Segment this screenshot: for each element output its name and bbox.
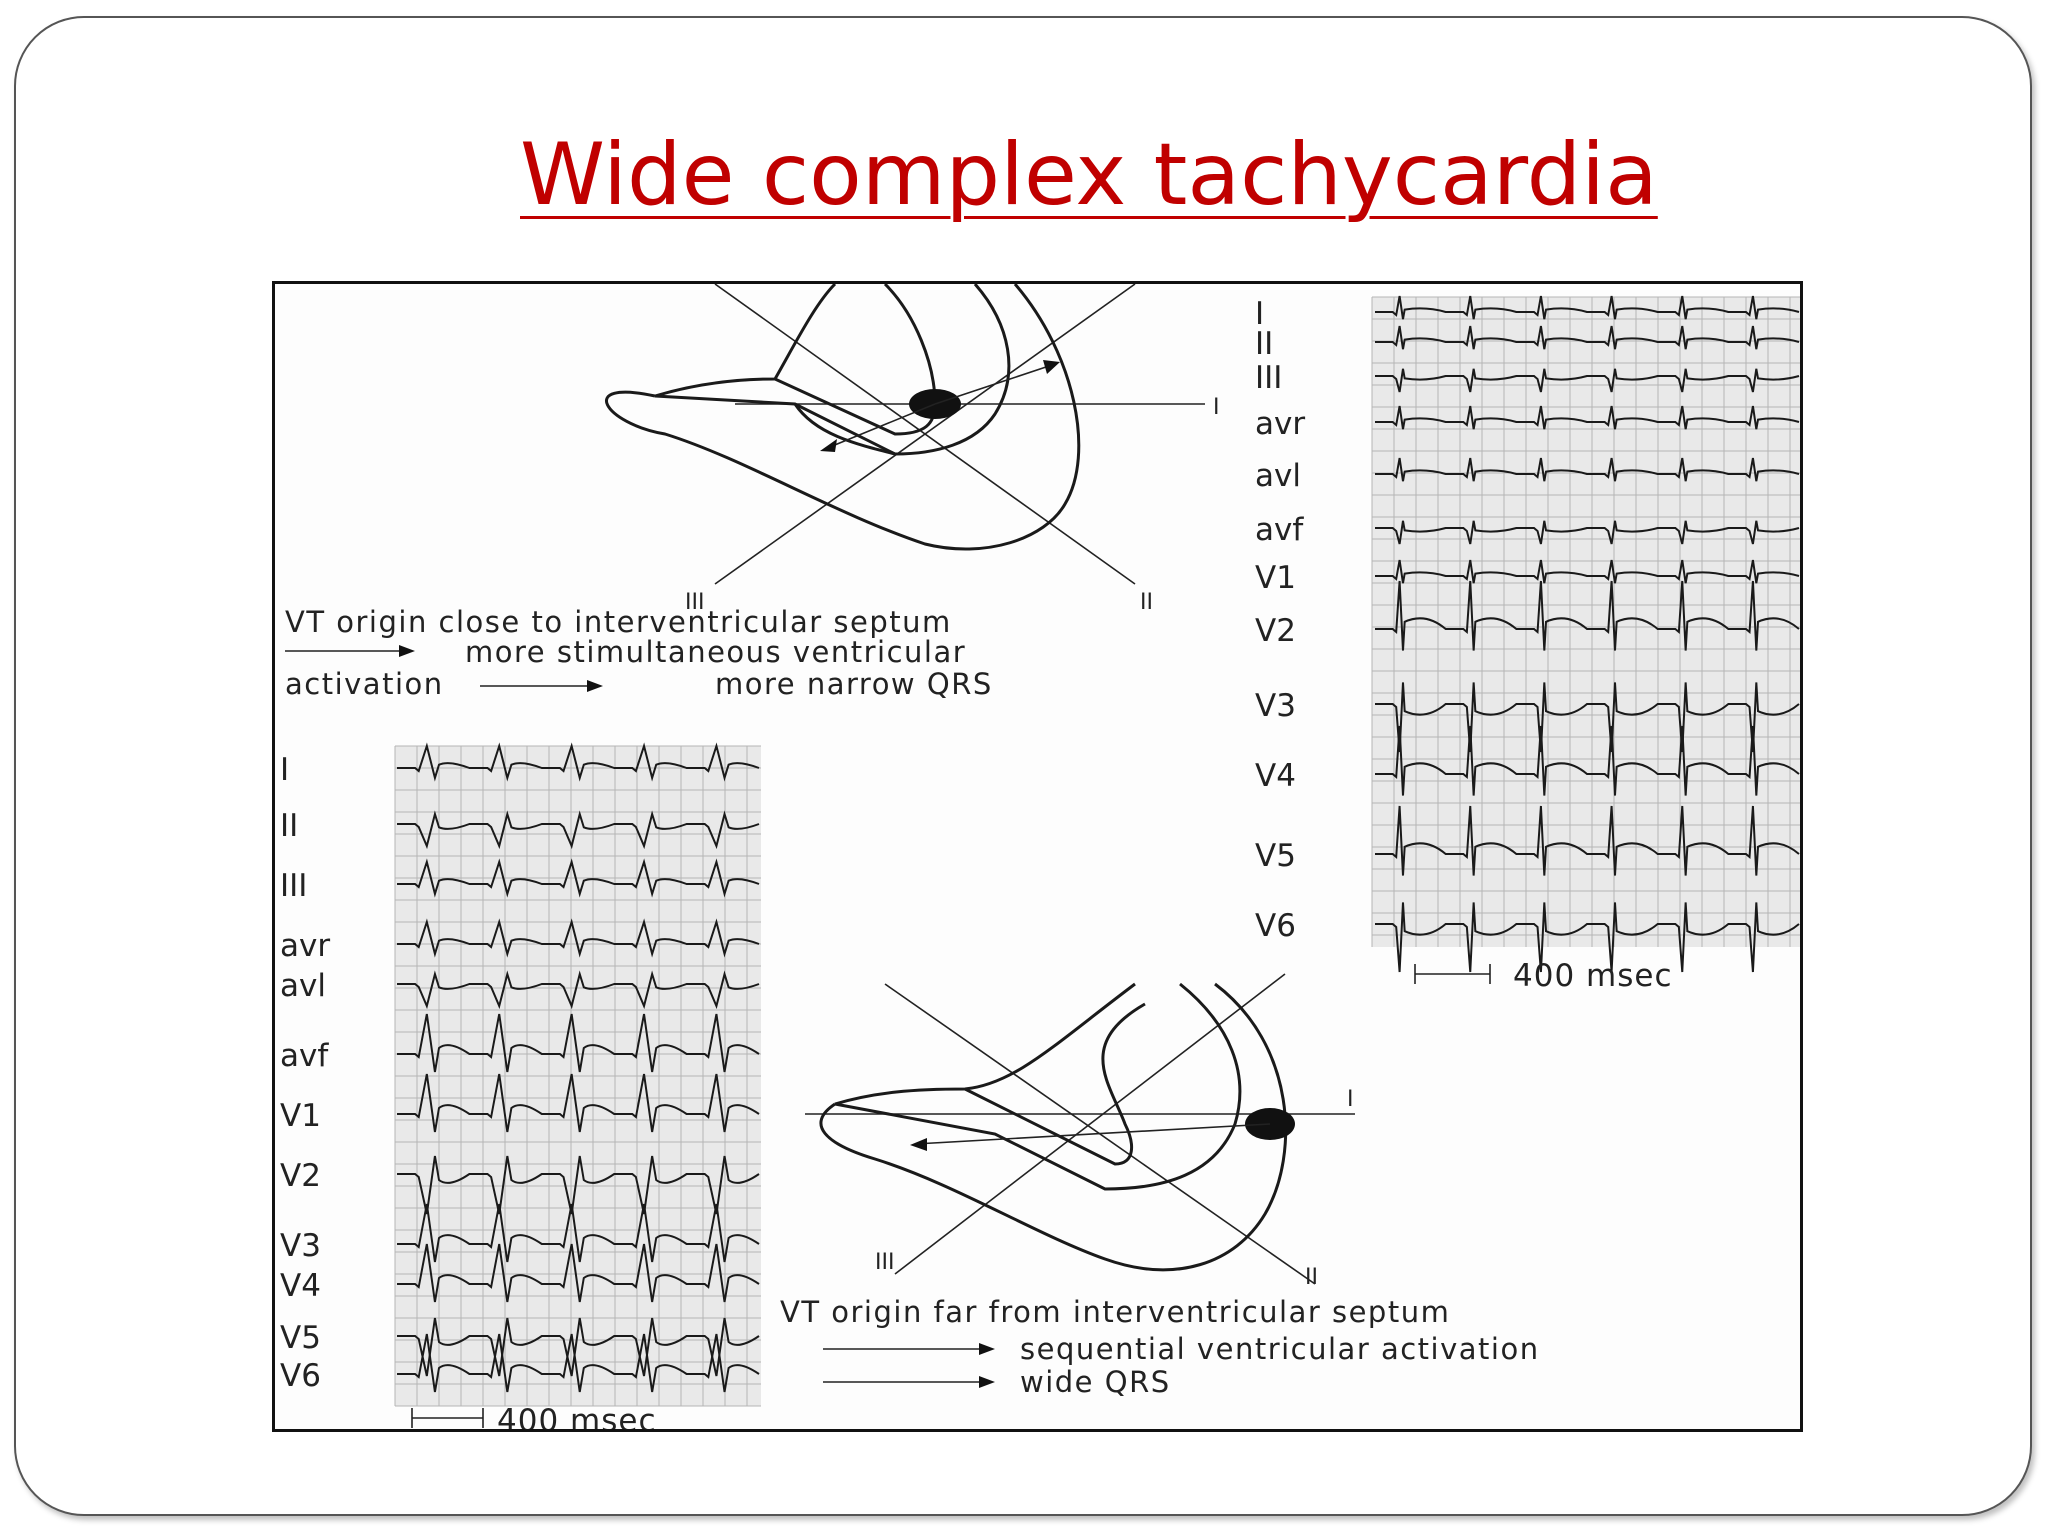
ecg-right-trace-iii [1375, 368, 1800, 393]
ecg-left-lead-label-ii: II [280, 808, 298, 844]
ecg-right-trace-avl [1375, 457, 1800, 482]
top-heart-diagram: I II III VT origin close to interventric… [285, 284, 1220, 701]
ecg-right-lead-label-v6: V6 [1255, 908, 1296, 944]
ecg-left-scale-label: 400 msec [497, 1403, 657, 1432]
ecg-left-lead-label-avr: avr [280, 928, 330, 964]
ecg-left-trace-avr [397, 918, 760, 958]
ecg-left-trace-v3 [397, 1203, 760, 1263]
ecg-right-trace-avf [1375, 520, 1800, 545]
top-axis-label-iii: III [685, 590, 704, 615]
top-caption-line-4: more narrow QRS [715, 667, 993, 701]
ecg-right-scale-label: 400 msec [1513, 958, 1673, 994]
ecg-left-trace-v2 [397, 1155, 760, 1215]
ecg-left-trace-ii [397, 810, 760, 850]
ecg-right-trace-v5 [1375, 805, 1800, 876]
ecg-left-lead-label-v2: V2 [280, 1158, 321, 1194]
ecg-figure-svg: I II III VT origin close to interventric… [280, 284, 1800, 1432]
top-axis-label-i: I [1213, 395, 1220, 420]
bottom-caption-line-3: wide QRS [1020, 1365, 1171, 1399]
bottom-axis-line-iii [894, 973, 1286, 1275]
top-heart-outer-top [654, 284, 837, 398]
ecg-right-lead-label-v1: V1 [1255, 560, 1296, 596]
top-activation-arrow-right [934, 363, 1056, 405]
ecg-right-lead-label-iii: III [1255, 360, 1282, 396]
bottom-heart-diagram: I II III VT origin far from interventric… [780, 973, 1540, 1399]
ecg-right-trace-v3 [1375, 682, 1800, 753]
ecg-right-trace-v2 [1375, 580, 1800, 651]
top-axis-label-ii: II [1140, 590, 1153, 615]
bottom-heart-septum [964, 1002, 1146, 1166]
bottom-caption-arrowhead-1 [979, 1343, 995, 1355]
ecg-right-lead-label-v4: V4 [1255, 758, 1296, 794]
ecg-right-trace-v4 [1375, 725, 1800, 796]
ecg-right-grid-background [1372, 297, 1800, 947]
top-heart-inner-wall [654, 284, 1011, 456]
bottom-heart-inner-wall [834, 982, 1242, 1191]
bottom-axis-label-ii: II [1305, 1265, 1318, 1290]
top-axis-line-iii [714, 284, 1136, 585]
ecg-right-lead-label-v5: V5 [1255, 838, 1296, 874]
bottom-axis-label-i: I [1347, 1087, 1354, 1112]
ecg-right-lead-label-v2: V2 [1255, 613, 1296, 649]
ecg-left-traces [397, 742, 760, 1393]
top-caption-line-1: VT origin close to interventricular sept… [285, 605, 952, 639]
ecg-right-lead-label-avf: avf [1255, 512, 1304, 548]
ecg-left-lead-label-v6: V6 [280, 1358, 321, 1394]
ecg-left-lead-label-avf: avf [280, 1038, 329, 1074]
bottom-activation-arrow [914, 1123, 1271, 1145]
ecg-left-lead-label-v5: V5 [280, 1320, 321, 1356]
ecg-left-trace-v6 [397, 1333, 760, 1393]
bottom-caption-line-2: sequential ventricular activation [1020, 1332, 1540, 1366]
top-arrowhead-left [820, 439, 837, 452]
ecg-left-trace-i [397, 742, 760, 782]
ecg-right-lead-label-avl: avl [1255, 458, 1301, 494]
bottom-arrowhead [910, 1138, 927, 1151]
ecg-right-lead-label-v3: V3 [1255, 688, 1296, 724]
ecg-right-trace-v6 [1375, 902, 1800, 973]
top-caption-arrowhead-2 [587, 680, 603, 692]
bottom-caption-line-1: VT origin far from interventricular sept… [780, 1295, 1450, 1329]
ecg-right-trace-ii [1375, 325, 1800, 350]
ecg-right-lead-label-avr: avr [1255, 406, 1305, 442]
ecg-left-trace-avf [397, 1013, 760, 1073]
top-heart-septum-lower [793, 403, 896, 456]
bottom-axis-label-iii: III [875, 1250, 894, 1275]
ecg-figure: I II III VT origin close to interventric… [272, 281, 1803, 1432]
ecg-left-lead-label-i: I [280, 752, 289, 788]
ecg-left-trace-iii [397, 858, 760, 898]
ecg-left-trace-avl [397, 970, 760, 1010]
ecg-left-trace-v1 [397, 1073, 760, 1133]
ecg-left-lead-label-v1: V1 [280, 1098, 321, 1134]
ecg-left-trace-v4 [397, 1243, 760, 1303]
ecg-right-trace-avr [1375, 405, 1800, 430]
ecg-right-traces [1375, 295, 1800, 973]
bottom-caption-arrowhead-2 [979, 1376, 995, 1388]
top-heart-outer-wall [605, 284, 1081, 551]
slide-title: Wide complex tachycardia [520, 125, 1658, 225]
top-caption-line-3: activation [285, 667, 444, 701]
ecg-right-trace-v1 [1375, 559, 1800, 584]
top-caption-line-2: more stimultaneous ventricular [465, 635, 966, 669]
top-arrowhead-right [1043, 360, 1060, 374]
ecg-right-trace-i [1375, 295, 1800, 320]
ecg-left-lead-label-v3: V3 [280, 1228, 321, 1264]
top-caption-arrowhead-1 [399, 645, 415, 657]
ecg-left-lead-label-v4: V4 [280, 1268, 321, 1304]
top-activation-arrow-left [824, 403, 936, 450]
ecg-right-lead-label-i: I [1255, 296, 1264, 332]
ecg-left-lead-label-iii: III [280, 868, 307, 904]
ecg-right-lead-label-ii: II [1255, 326, 1273, 362]
bottom-heart-outer-top [834, 982, 1136, 1106]
ecg-left-lead-label-avl: avl [280, 968, 326, 1004]
